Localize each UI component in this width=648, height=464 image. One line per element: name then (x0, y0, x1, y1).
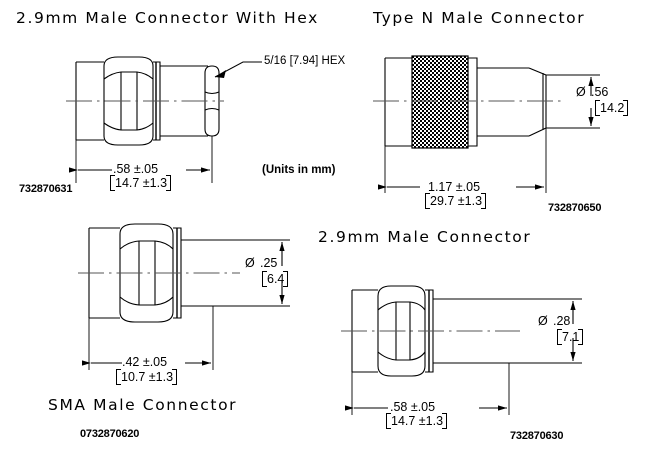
part-number-29mm-hex: 732870631 (19, 183, 73, 195)
bracket-wrap: 7.1 (557, 329, 584, 345)
dim-length-inch-29mm: .58 ±.05 (390, 400, 436, 414)
part-number-sma: 0732870620 (80, 428, 140, 440)
leader-note-hex-size: 5/16 [7.94] HEX (264, 55, 346, 67)
bracket-wrap: 29.7 ±1.3 (425, 193, 487, 209)
figure-29mm-geometry (341, 285, 582, 415)
part-number-29mm: 732870630 (510, 430, 564, 442)
units-note: (Units in mm) (262, 164, 336, 176)
dim-length-mm-29mm-hex: 14.7 ±1.3 (110, 175, 172, 191)
figure-29mm-hex-geometry (66, 56, 262, 183)
dim-length-mm-29mm: 14.7 ±1.3 (386, 413, 448, 429)
bracket-wrap: 14.7 ±1.3 (386, 413, 448, 429)
part-number-type-n: 732870650 (548, 202, 602, 214)
figure-type-n-geometry (373, 55, 600, 193)
dim-diameter-inch-29mm: .28 (553, 314, 571, 328)
figure-title-type-n: Type N Male Connector (373, 9, 586, 27)
dim-diameter-inch-sma: .25 (260, 256, 278, 270)
dim-diameter-mm-sma: 6.4 (262, 271, 289, 287)
dim-diameter-mm-type-n: 14.2 (595, 100, 629, 116)
dim-diameter-symbol-type-n: Ø (576, 85, 586, 99)
dim-diameter-symbol-29mm: Ø (538, 314, 548, 328)
dim-diameter-inch-type-n: .56 (591, 85, 609, 99)
dim-diameter-symbol-sma: Ø (245, 256, 255, 270)
figure-title-29mm-hex: 2.9mm Male Connector With Hex (16, 9, 319, 27)
dim-diameter-mm-29mm: 7.1 (557, 329, 584, 345)
figure-sma-geometry (78, 223, 290, 370)
bracket-wrap: 10.7 ±1.3 (116, 369, 178, 385)
dim-length-mm-type-n: 29.7 ±1.3 (425, 193, 487, 209)
bracket-wrap: 6.4 (262, 271, 289, 287)
bracket-wrap: 14.2 (595, 100, 629, 116)
figure-title-sma: SMA Male Connector (48, 396, 238, 414)
bracket-wrap: 14.7 ±1.3 (110, 175, 172, 191)
dim-length-inch-sma: .42 ±.05 (122, 355, 168, 369)
dim-length-mm-sma: 10.7 ±1.3 (116, 369, 178, 385)
figure-title-29mm: 2.9mm Male Connector (318, 228, 532, 246)
dim-length-inch-29mm-hex: .58 ±.05 (113, 162, 159, 176)
dim-length-inch-type-n: 1.17 ±.05 (428, 180, 481, 194)
